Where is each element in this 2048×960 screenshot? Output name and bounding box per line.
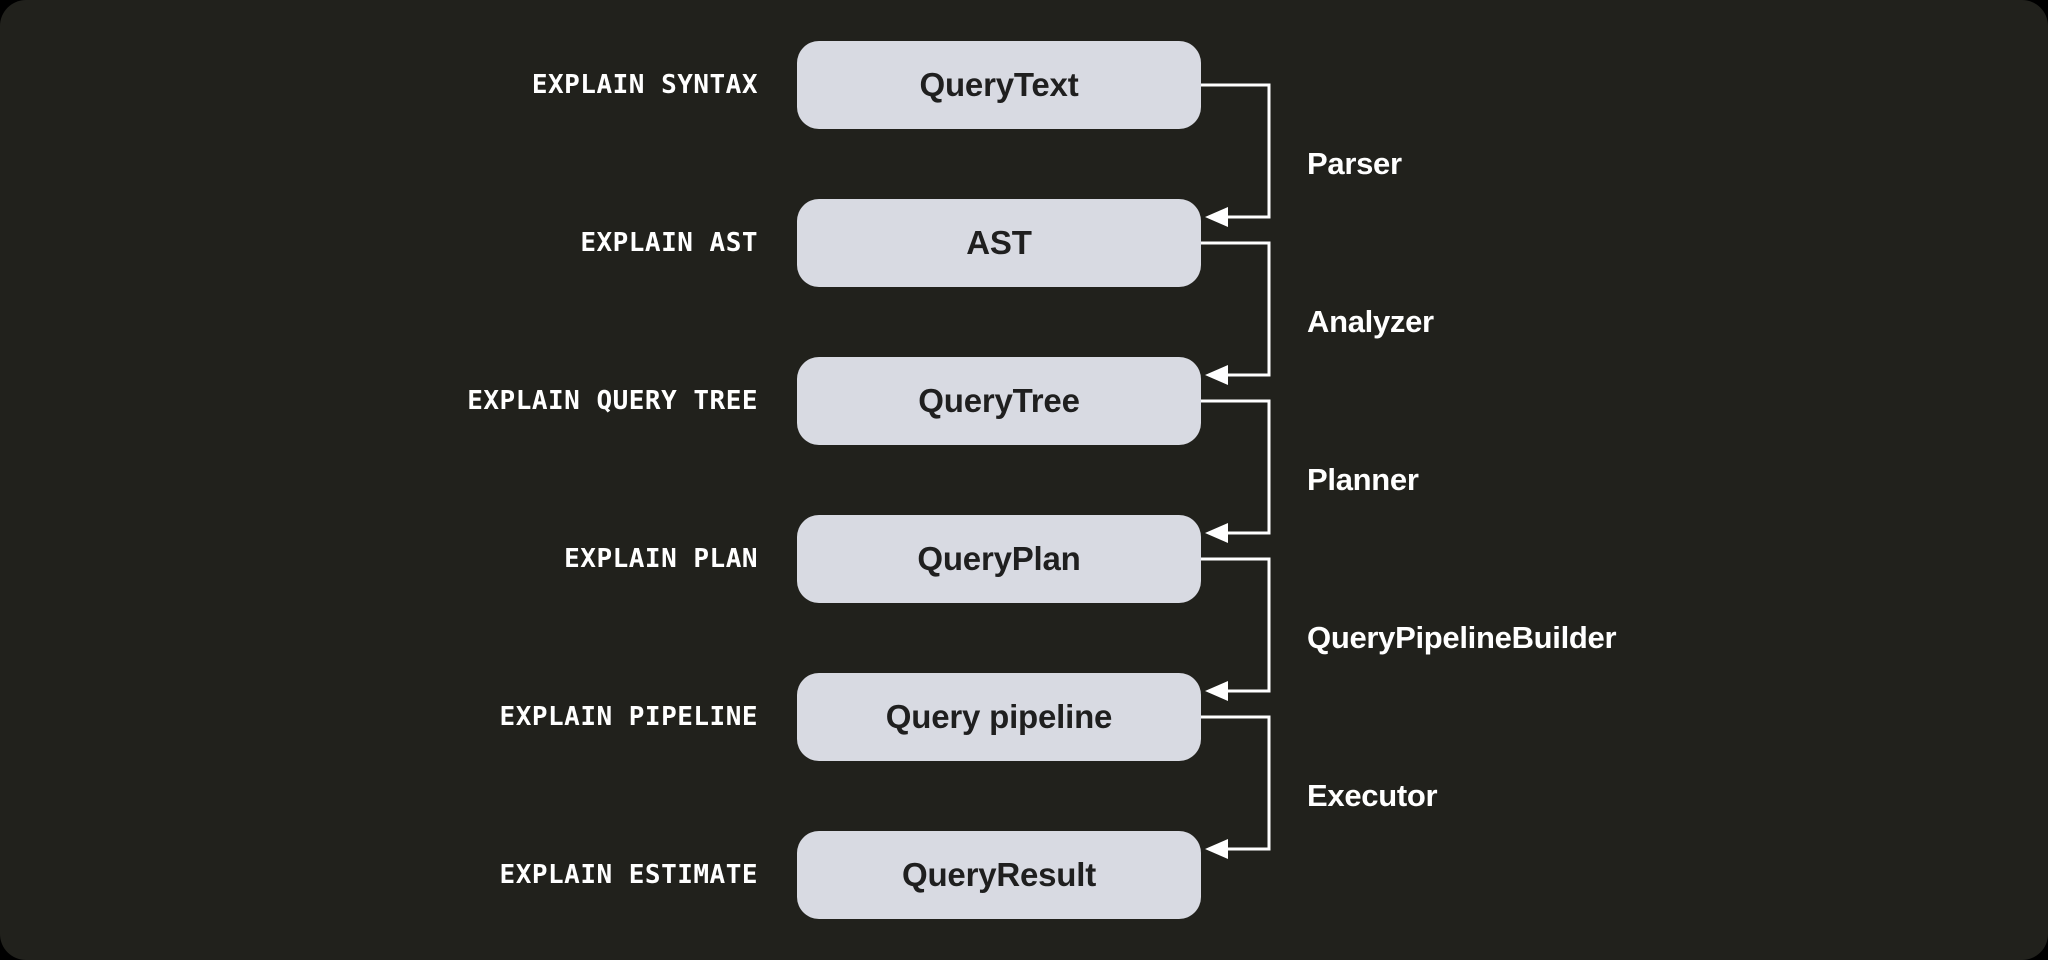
node-query-pipeline: Query pipeline [797, 673, 1201, 761]
node-query-tree: QueryTree [797, 357, 1201, 445]
explain-query-tree-label: EXPLAIN QUERY TREE [467, 386, 758, 416]
explain-pipeline-label: EXPLAIN PIPELINE [499, 702, 758, 732]
connector-planner [1201, 399, 1271, 543]
node-query-plan-label: QueryPlan [917, 540, 1081, 577]
node-query-pipeline-label: Query pipeline [885, 698, 1113, 735]
connector-analyzer [1201, 241, 1271, 385]
connector-line [1201, 557, 1271, 693]
arrowhead-icon [1205, 681, 1228, 701]
stage-analyzer-label: Analyzer [1307, 304, 1434, 339]
stage-executor-label: Executor [1307, 778, 1438, 813]
arrowhead-icon [1205, 207, 1228, 227]
explain-estimate-label: EXPLAIN ESTIMATE [499, 860, 758, 890]
arrowhead-icon [1205, 839, 1228, 859]
node-query-text-label: QueryText [919, 66, 1079, 103]
node-query-result: QueryResult [797, 831, 1201, 919]
node-ast: AST [797, 199, 1201, 287]
connector-line [1201, 83, 1271, 219]
explain-syntax-label: EXPLAIN SYNTAX [531, 70, 758, 100]
node-query-plan: QueryPlan [797, 515, 1201, 603]
node-query-result-label: QueryResult [901, 856, 1097, 893]
connector-query-pipeline-builder [1201, 557, 1271, 701]
connector-executor [1201, 715, 1271, 859]
stage-parser-label: Parser [1307, 146, 1402, 181]
explain-ast-label: EXPLAIN AST [580, 228, 758, 258]
explain-plan-label: EXPLAIN PLAN [564, 544, 758, 574]
connector-line [1201, 399, 1271, 535]
connector-parser [1201, 83, 1271, 227]
node-query-text: QueryText [797, 41, 1201, 129]
stage-planner-label: Planner [1307, 462, 1419, 497]
connector-line [1201, 241, 1271, 377]
arrowhead-icon [1205, 523, 1228, 543]
node-query-tree-label: QueryTree [918, 382, 1080, 419]
connector-line [1201, 715, 1271, 851]
node-ast-label: AST [966, 224, 1032, 261]
arrowhead-icon [1205, 365, 1228, 385]
stage-query-pipeline-builder-label: QueryPipelineBuilder [1307, 620, 1617, 655]
